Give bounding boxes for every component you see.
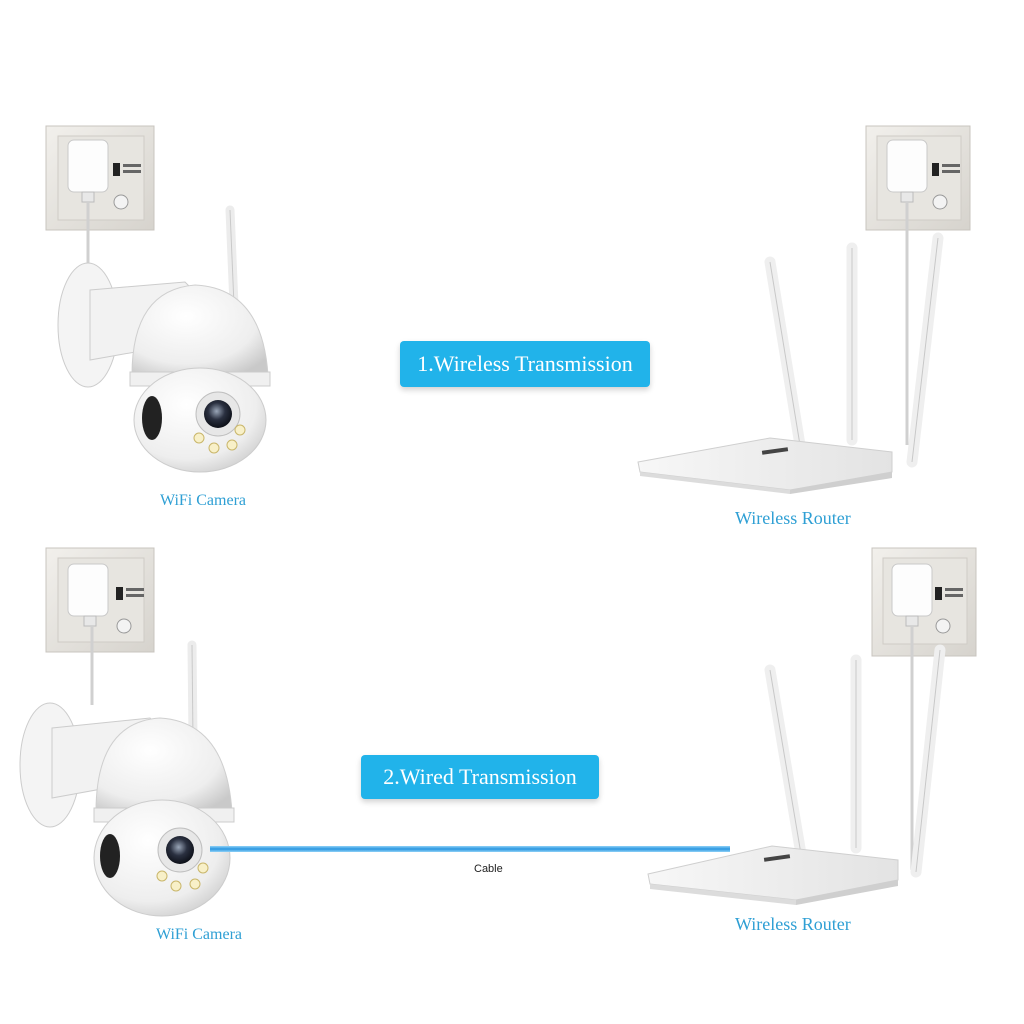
wireless-router-label-1: Wireless Router bbox=[735, 508, 851, 528]
wired-transmission-banner: 2.Wired Transmission bbox=[361, 755, 599, 799]
wifi-router-icon bbox=[647, 644, 946, 905]
wireless-router-label-2: Wireless Router bbox=[735, 914, 851, 934]
wifi-router-icon bbox=[637, 232, 944, 494]
wifi-camera-label-1: WiFi Camera bbox=[160, 492, 246, 509]
dome-camera-icon bbox=[19, 640, 235, 917]
wireless-transmission-banner: 1.Wireless Transmission bbox=[400, 341, 650, 387]
ethernet-cable bbox=[210, 846, 730, 852]
dome-camera-icon bbox=[57, 205, 271, 473]
power-adapter-icon bbox=[67, 139, 109, 270]
wired-transmission-label: 2.Wired Transmission bbox=[383, 764, 577, 789]
power-adapter-icon bbox=[67, 563, 109, 705]
wireless-transmission-label: 1.Wireless Transmission bbox=[417, 351, 633, 376]
wifi-camera-label-2: WiFi Camera bbox=[156, 926, 242, 943]
cable-label: Cable bbox=[474, 863, 503, 875]
power-adapter-icon bbox=[886, 139, 928, 445]
power-adapter-icon bbox=[891, 563, 933, 870]
